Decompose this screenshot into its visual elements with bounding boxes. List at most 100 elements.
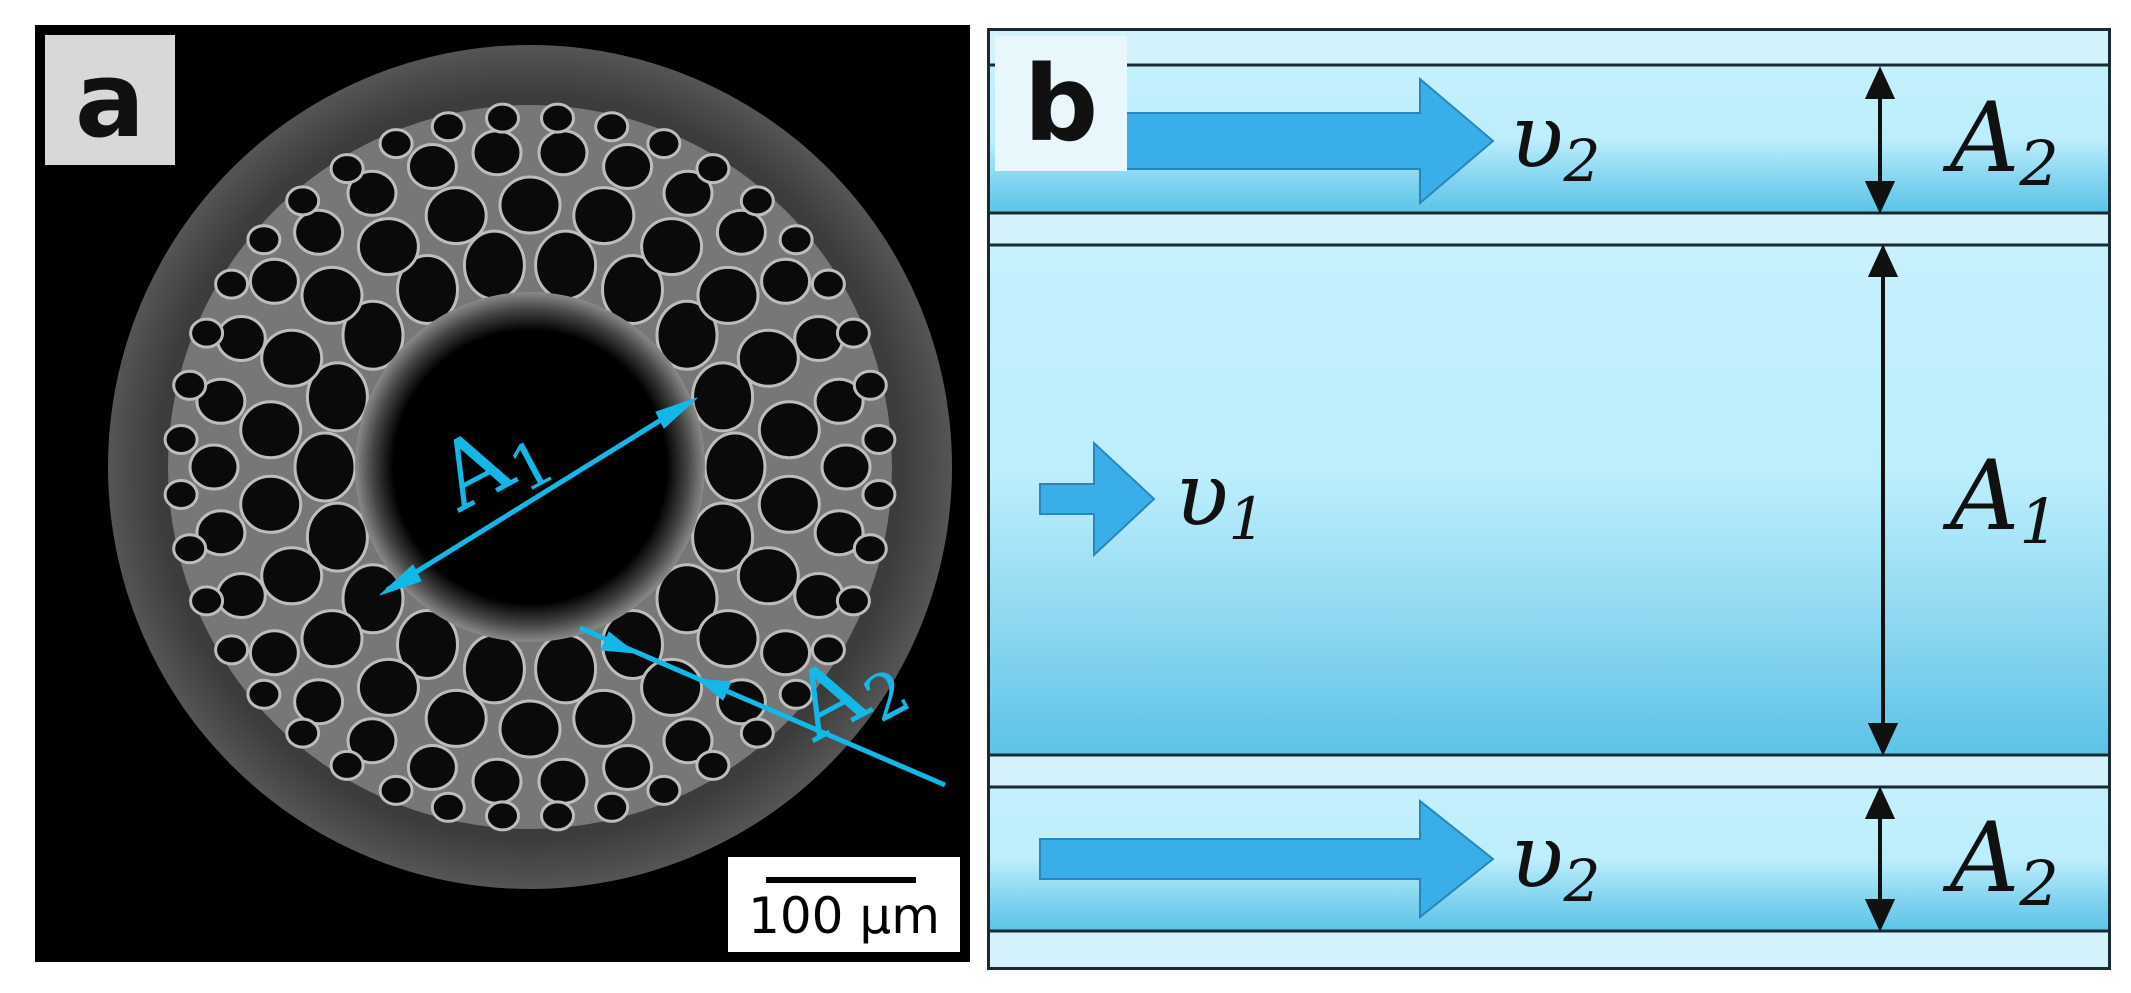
cladding-area-arrow bbox=[579, 625, 946, 788]
bottom-velocity-label: υ2 bbox=[1510, 805, 1600, 915]
cladding-hole bbox=[189, 317, 225, 349]
cladding-hole bbox=[852, 369, 888, 401]
panel-b-schematic: υ2 A2 υ1 A1 υ2 A2 b bbox=[987, 28, 2111, 970]
cladding-hole bbox=[655, 299, 719, 371]
middle-channel bbox=[990, 245, 2108, 755]
flow-schematic: υ2 A2 υ1 A1 υ2 A2 bbox=[990, 31, 2108, 967]
cladding-hole bbox=[813, 377, 865, 425]
cladding-hole bbox=[736, 546, 800, 606]
cladding-hole bbox=[778, 224, 814, 256]
middle-flow-arrow bbox=[1039, 440, 1156, 558]
cladding-hole bbox=[498, 699, 562, 759]
cladding-hole bbox=[293, 678, 345, 726]
cladding-hole bbox=[246, 224, 282, 256]
cladding-hole bbox=[406, 143, 458, 190]
cladding-hole bbox=[195, 509, 247, 557]
cladding-hole bbox=[248, 629, 300, 677]
cladding-hole bbox=[696, 609, 760, 669]
cladding-hole bbox=[810, 268, 846, 300]
top-velocity-label: υ2 bbox=[1510, 85, 1600, 195]
cladding-hole bbox=[346, 169, 398, 217]
cladding-hole bbox=[346, 717, 398, 765]
cladding-hole bbox=[356, 217, 420, 277]
cladding-hole bbox=[305, 501, 369, 573]
cladding-hole bbox=[329, 749, 365, 781]
cladding-hole bbox=[214, 268, 250, 300]
cladding-hole bbox=[430, 791, 466, 823]
cladding-hole bbox=[537, 129, 589, 177]
cladding-holes bbox=[163, 102, 897, 832]
cladding-hole bbox=[424, 688, 488, 748]
cladding-hole bbox=[760, 257, 812, 305]
cladding-hole bbox=[861, 424, 897, 455]
cladding-hole bbox=[293, 431, 357, 503]
cladding-hole bbox=[329, 153, 365, 185]
cladding-hole bbox=[260, 328, 324, 388]
cladding-hole bbox=[810, 634, 846, 666]
cladding-hole bbox=[188, 443, 240, 491]
cladding-hole bbox=[172, 369, 208, 401]
bottom-area-label: A2 bbox=[1942, 802, 2059, 920]
cladding-hole bbox=[695, 749, 731, 781]
wall-top bbox=[990, 31, 2108, 65]
cladding-hole bbox=[861, 479, 897, 510]
cladding-hole bbox=[760, 629, 812, 677]
cladding-hole bbox=[471, 129, 523, 177]
cladding-hole bbox=[406, 744, 458, 791]
cladding-hole bbox=[215, 315, 267, 362]
cladding-hole bbox=[537, 757, 589, 805]
cladding-hole bbox=[285, 717, 321, 749]
cladding-hole bbox=[396, 254, 459, 325]
middle-area-label: A1 bbox=[1942, 440, 2059, 558]
cladding-hole bbox=[601, 609, 664, 680]
panel-b-label: b bbox=[995, 36, 1127, 171]
fiber-cross-section: A1 A2 bbox=[108, 45, 952, 889]
cladding-hole bbox=[813, 509, 865, 557]
cladding-hole bbox=[757, 400, 821, 460]
top-area-dimension bbox=[1864, 66, 1896, 214]
cladding-hole bbox=[739, 185, 775, 217]
cladding-hole bbox=[646, 774, 682, 806]
cladding-hole bbox=[835, 585, 871, 617]
cladding-hole bbox=[305, 361, 369, 433]
cladding-hole bbox=[601, 254, 664, 325]
cladding-hole bbox=[430, 111, 466, 143]
cladding-hole bbox=[163, 479, 199, 510]
cladding-hole bbox=[485, 102, 520, 134]
middle-area-dimension bbox=[1867, 244, 1899, 756]
cladding-hole bbox=[248, 257, 300, 305]
core-diameter-arrow bbox=[379, 397, 698, 596]
cladding-hole bbox=[594, 111, 630, 143]
cladding-hole bbox=[424, 186, 488, 246]
cladding-hole bbox=[602, 744, 654, 791]
cladding-hole bbox=[462, 229, 526, 301]
cladding-hole bbox=[189, 585, 225, 617]
scale-bar-line bbox=[766, 877, 916, 883]
cladding-hole bbox=[341, 563, 405, 635]
cladding-hole bbox=[691, 361, 755, 433]
panel-a-micrograph: A1 A2 a 100 µm bbox=[35, 25, 970, 962]
cladding-hole bbox=[172, 533, 208, 565]
cladding-hole bbox=[540, 800, 575, 832]
cladding-hole bbox=[715, 208, 767, 256]
bottom-area-dimension bbox=[1864, 786, 1896, 932]
cladding-hole bbox=[485, 800, 520, 832]
cladding-hole bbox=[300, 265, 364, 325]
wall-lower bbox=[990, 755, 2108, 787]
cladding-hole bbox=[739, 717, 775, 749]
cladding-hole bbox=[778, 678, 814, 710]
cladding-hole bbox=[835, 317, 871, 349]
cladding-hole bbox=[594, 791, 630, 823]
cladding-hole bbox=[602, 143, 654, 190]
cladding-hole bbox=[757, 474, 821, 534]
cladding-hole bbox=[498, 175, 562, 235]
cladding-hole bbox=[662, 169, 714, 217]
cladding-hole bbox=[662, 717, 714, 765]
cladding-hole bbox=[820, 443, 872, 491]
channel-boundaries bbox=[990, 63, 2108, 933]
bottom-flow-arrow bbox=[1039, 798, 1495, 920]
cladding-hole bbox=[195, 377, 247, 425]
cladding-hole bbox=[285, 185, 321, 217]
cladding-hole bbox=[215, 572, 267, 619]
cladding-hole bbox=[852, 533, 888, 565]
